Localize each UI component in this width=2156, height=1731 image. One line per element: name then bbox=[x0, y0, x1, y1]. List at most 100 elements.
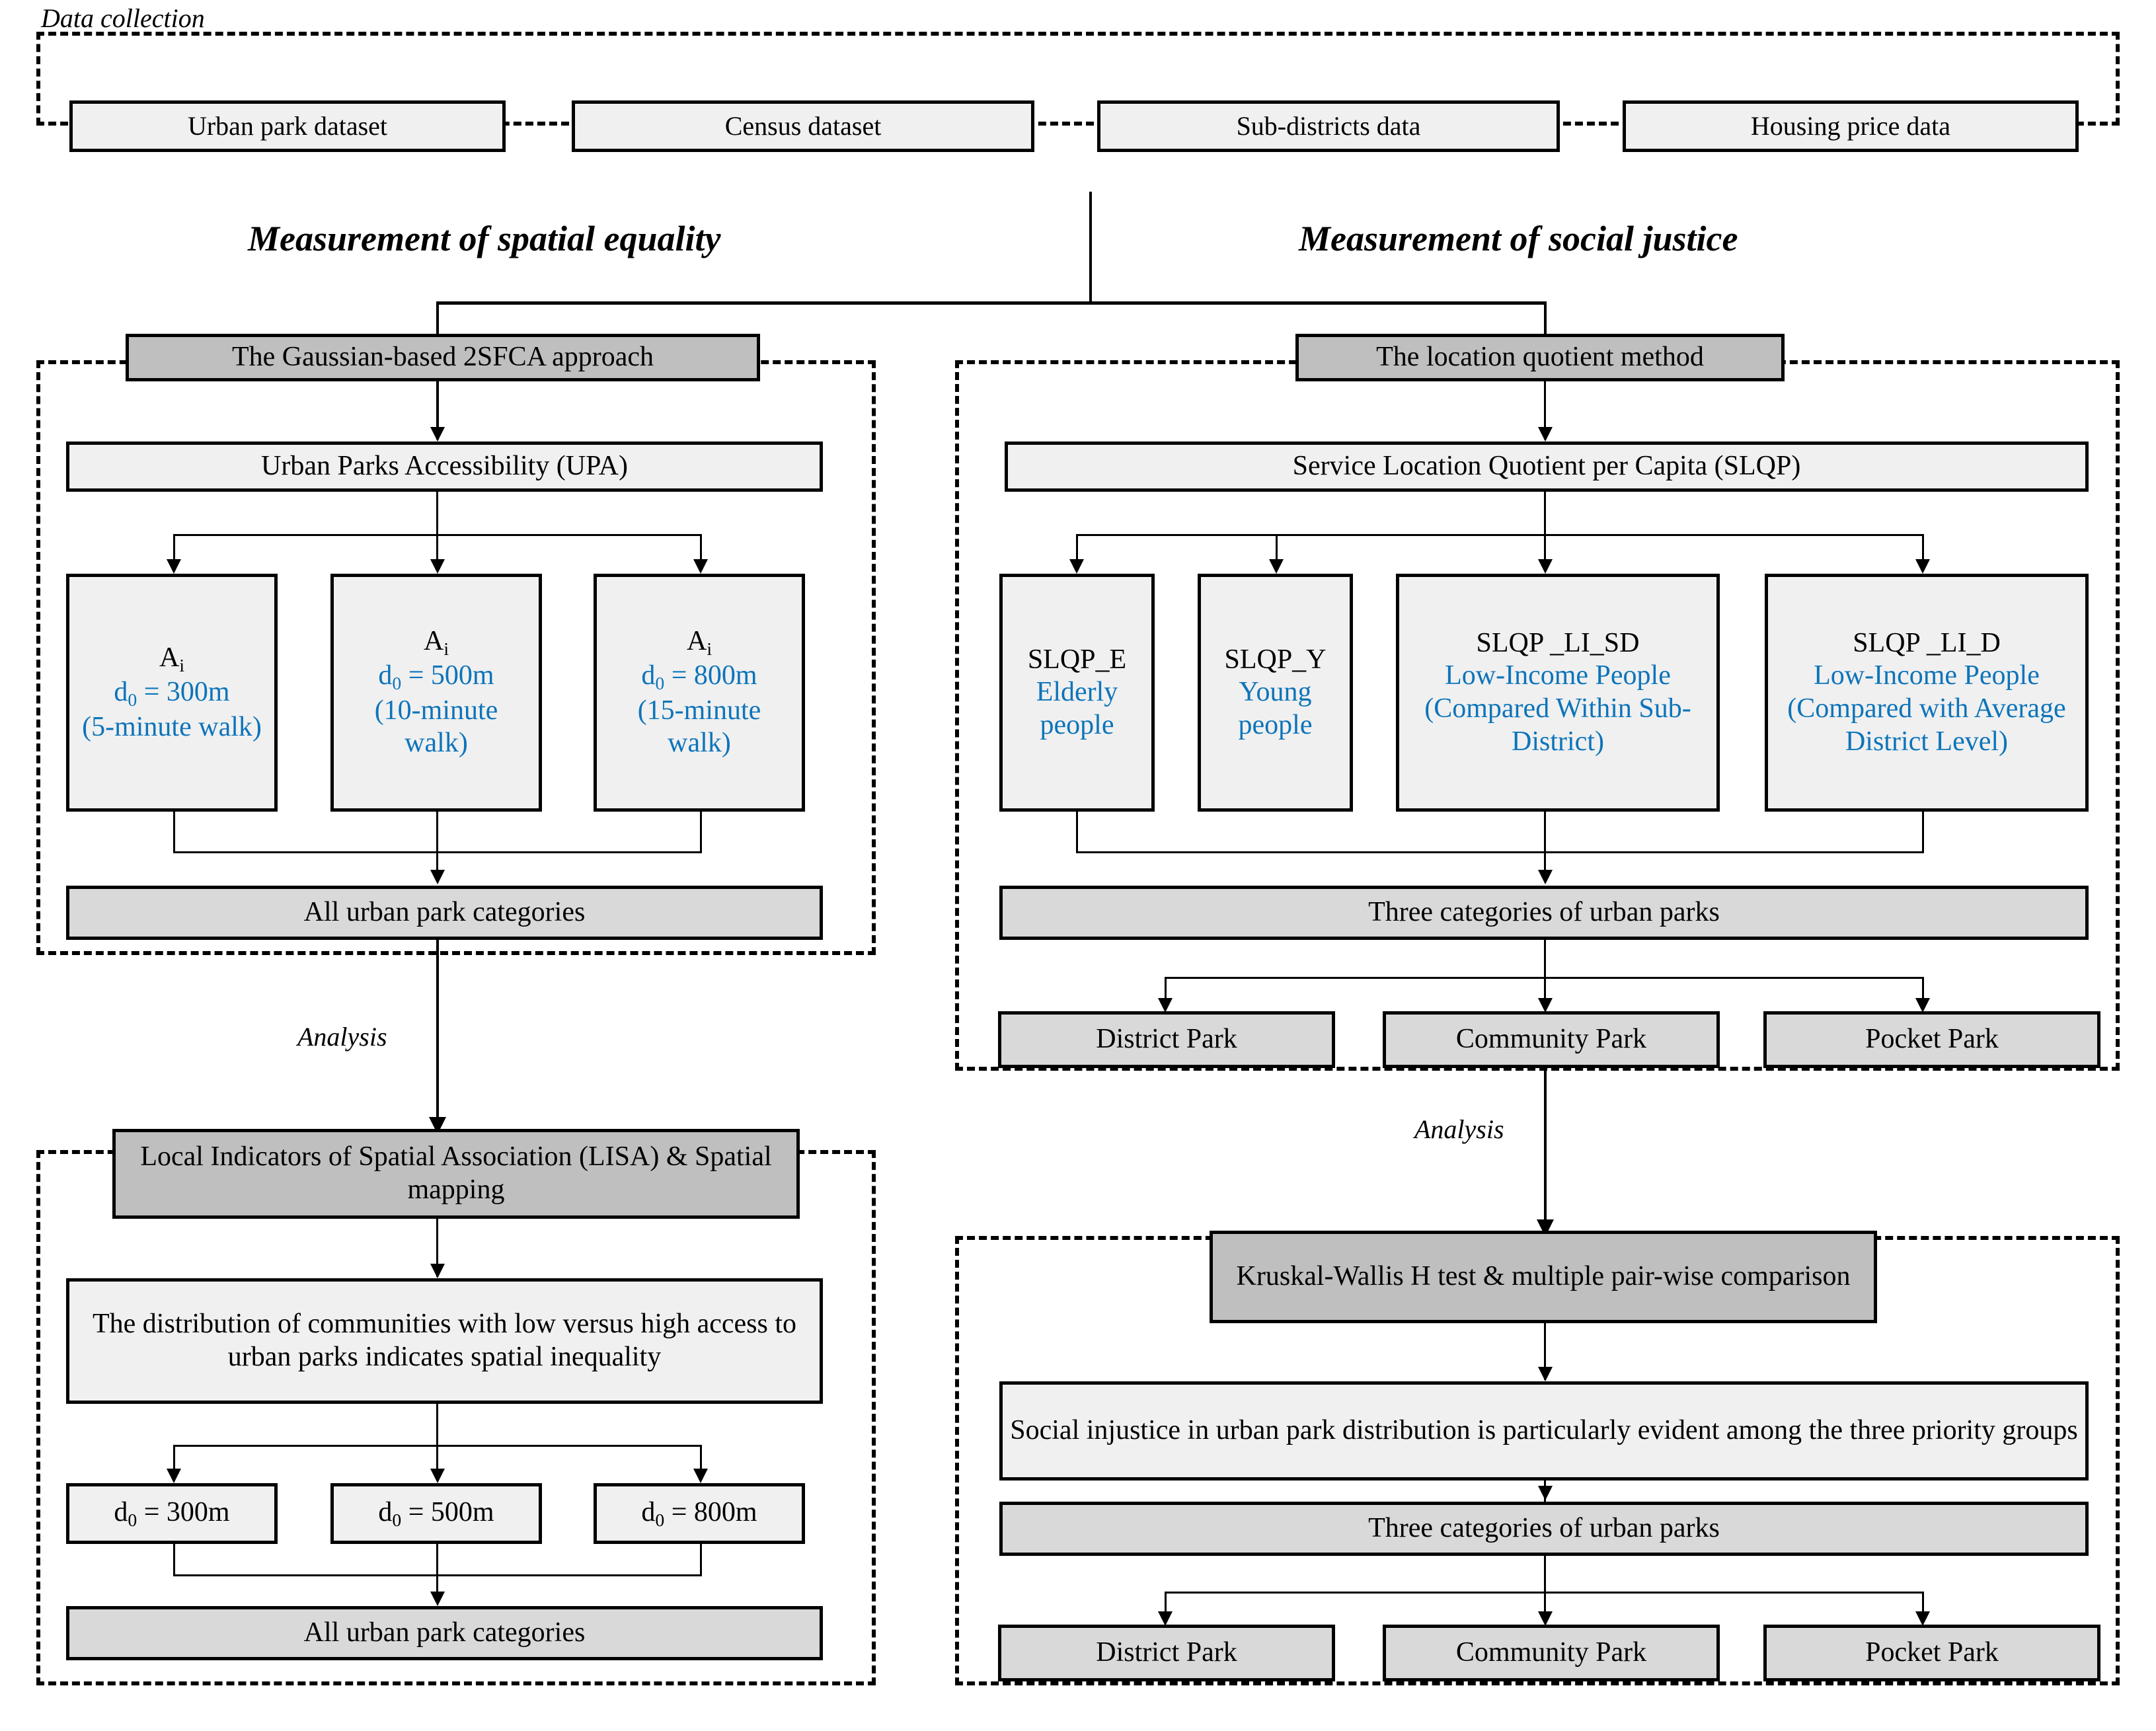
connector-upa-fan-right bbox=[700, 534, 702, 567]
node-slqp[interactable]: Service Location Quotient per Capita (SL… bbox=[1005, 442, 2089, 492]
node-label: d0 = 800m bbox=[641, 1496, 757, 1530]
arrow-to-social-injustice-finding bbox=[1538, 1367, 1553, 1381]
ai-walk: (15-minute walk) bbox=[637, 695, 761, 759]
slqp-desc: Low-Income People (Compared Within Sub-D… bbox=[1424, 660, 1691, 757]
connector-parks-fan-bottom bbox=[1165, 1592, 1923, 1594]
arrow-to-three-categories-top bbox=[1538, 870, 1553, 884]
arrow-to-community-park-bottom bbox=[1538, 1611, 1553, 1626]
node-three-categories-top[interactable]: Three categories of urban parks bbox=[999, 886, 2089, 940]
arrow-to-d0-800 bbox=[693, 1469, 708, 1483]
node-lisa-method[interactable]: Local Indicators of Spatial Association … bbox=[112, 1129, 800, 1219]
connector-d0-merge-down bbox=[436, 1544, 438, 1599]
arrow-to-district-park-bottom bbox=[1158, 1611, 1173, 1626]
arrow-to-ai-800 bbox=[693, 559, 708, 574]
node-label: All urban park categories bbox=[303, 897, 586, 928]
connector-d0-800-down bbox=[700, 1544, 702, 1576]
node-district-park-bottom[interactable]: District Park bbox=[998, 1625, 1335, 1681]
node-sub-districts-data[interactable]: Sub-districts data bbox=[1097, 100, 1560, 152]
node-label: d0 = 300m bbox=[114, 1496, 230, 1530]
connector-upa-fan-left bbox=[173, 534, 175, 567]
caption-social-justice: Measurement of social justice bbox=[1299, 219, 1738, 258]
connector-ai300-down bbox=[173, 812, 175, 853]
node-urban-park-dataset[interactable]: Urban park dataset bbox=[69, 100, 506, 152]
node-community-park-bottom[interactable]: Community Park bbox=[1383, 1625, 1720, 1681]
node-d0-500m[interactable]: d0 = 500m bbox=[330, 1483, 542, 1544]
ai-walk: (10-minute walk) bbox=[374, 695, 498, 759]
node-slqp-y[interactable]: SLQP_Y Young people bbox=[1198, 574, 1353, 812]
caption-spatial-equality: Measurement of spatial equality bbox=[248, 219, 721, 258]
connector-three-cat-bottom-down bbox=[1544, 1556, 1546, 1619]
node-d0-300m[interactable]: d0 = 300m bbox=[66, 1483, 278, 1544]
arrow-to-three-categories-bottom bbox=[1538, 1486, 1553, 1500]
arrow-to-slqp-e bbox=[1069, 559, 1084, 574]
node-kruskal-wallis[interactable]: Kruskal-Wallis H test & multiple pair-wi… bbox=[1210, 1231, 1877, 1323]
node-label: Housing price data bbox=[1750, 111, 1951, 141]
connector-left-analysis bbox=[436, 940, 439, 1125]
node-label: District Park bbox=[1096, 1024, 1237, 1055]
node-location-quotient-method[interactable]: The location quotient method bbox=[1295, 334, 1785, 381]
arrow-to-pocket-park-top bbox=[1915, 998, 1930, 1013]
node-slqp-li-d[interactable]: SLQP _LI_D Low-Income People (Compared w… bbox=[1765, 574, 2089, 812]
node-label: All urban park categories bbox=[303, 1617, 586, 1648]
node-label: Community Park bbox=[1455, 1024, 1647, 1055]
node-social-injustice-finding[interactable]: Social injustice in urban park distribut… bbox=[999, 1381, 2089, 1481]
node-label: Pocket Park bbox=[1865, 1024, 1999, 1055]
node-upa[interactable]: Urban Parks Accessibility (UPA) bbox=[66, 442, 823, 492]
slqp-code: SLQP_E bbox=[1027, 644, 1127, 675]
node-district-park-top[interactable]: District Park bbox=[998, 1011, 1335, 1068]
ai-distance: d0 = 300m bbox=[114, 677, 230, 710]
node-label: The Gaussian-based 2SFCA approach bbox=[231, 342, 654, 373]
connector-parks-fan-bottom-left bbox=[1165, 1592, 1167, 1619]
slqp-desc: Low-Income People (Compared with Average… bbox=[1787, 660, 2066, 757]
ai-symbol: Ai bbox=[159, 642, 185, 675]
node-all-urban-park-categories-top[interactable]: All urban park categories bbox=[66, 886, 823, 940]
node-label: Census dataset bbox=[724, 111, 882, 141]
arrow-to-upa bbox=[430, 427, 445, 442]
connector-upa-down bbox=[436, 492, 438, 568]
arrow-to-ai-300 bbox=[167, 559, 181, 574]
node-community-park-top[interactable]: Community Park bbox=[1383, 1011, 1720, 1068]
node-pocket-park-bottom[interactable]: Pocket Park bbox=[1763, 1625, 2100, 1681]
node-spatial-inequality-finding[interactable]: The distribution of communities with low… bbox=[66, 1278, 823, 1404]
connector-parks-fan bbox=[1165, 977, 1923, 979]
ai-distance: d0 = 800m bbox=[641, 660, 757, 694]
node-all-urban-park-categories-bottom[interactable]: All urban park categories bbox=[66, 1606, 823, 1660]
connector-d0-fan bbox=[173, 1445, 702, 1447]
node-census-dataset[interactable]: Census dataset bbox=[572, 100, 1034, 152]
node-label: Three categories of urban parks bbox=[1368, 897, 1720, 928]
node-ai-300m[interactable]: Ai d0 = 300m (5-minute walk) bbox=[66, 574, 278, 812]
caption-analysis-right: Analysis bbox=[1414, 1114, 1504, 1144]
arrow-to-spatial-inequality-finding bbox=[430, 1264, 445, 1278]
node-label: Kruskal-Wallis H test & multiple pair-wi… bbox=[1236, 1261, 1851, 1292]
connector-2sfca-to-upa bbox=[436, 381, 439, 440]
connector-left-branch-down bbox=[436, 301, 439, 356]
node-slqp-li-sd[interactable]: SLQP _LI_SD Low-Income People (Compared … bbox=[1396, 574, 1720, 812]
caption-data-collection: Data collection bbox=[41, 3, 205, 33]
node-label: d0 = 500m bbox=[378, 1496, 494, 1530]
node-housing-price-data[interactable]: Housing price data bbox=[1623, 100, 2079, 152]
node-ai-500m[interactable]: Ai d0 = 500m (10-minute walk) bbox=[330, 574, 542, 812]
arrow-to-slqp-li-d bbox=[1915, 559, 1930, 574]
connector-slqp-merge-down bbox=[1544, 812, 1546, 878]
node-label: Community Park bbox=[1455, 1637, 1647, 1668]
node-ai-800m[interactable]: Ai d0 = 800m (15-minute walk) bbox=[594, 574, 805, 812]
node-d0-800m[interactable]: d0 = 800m bbox=[594, 1483, 805, 1544]
connector-kw-down bbox=[1544, 1323, 1546, 1380]
connector-parks-fan-left bbox=[1165, 977, 1167, 1006]
node-three-categories-bottom[interactable]: Three categories of urban parks bbox=[999, 1502, 2089, 1556]
slqp-code: SLQP _LI_D bbox=[1853, 627, 2001, 658]
node-label: District Park bbox=[1096, 1637, 1237, 1668]
arrow-to-ai-500 bbox=[430, 559, 445, 574]
connector-right-analysis bbox=[1544, 1068, 1547, 1227]
arrow-to-all-park-categories-bottom bbox=[430, 1592, 445, 1606]
arrow-to-pocket-park-bottom bbox=[1915, 1611, 1930, 1626]
node-pocket-park-top[interactable]: Pocket Park bbox=[1763, 1011, 2100, 1068]
node-gaussian-2sfca[interactable]: The Gaussian-based 2SFCA approach bbox=[126, 334, 760, 381]
connector-d0-300-down bbox=[173, 1544, 175, 1576]
connector-parks-fan-bottom-right bbox=[1922, 1592, 1924, 1619]
connector-d0-fan-right bbox=[700, 1445, 702, 1475]
arrow-to-district-park-top bbox=[1158, 998, 1173, 1013]
node-slqp-e[interactable]: SLQP_E Elderly people bbox=[999, 574, 1155, 812]
group-left-analysis bbox=[36, 1150, 876, 1685]
connector-upa-fan bbox=[173, 534, 702, 536]
